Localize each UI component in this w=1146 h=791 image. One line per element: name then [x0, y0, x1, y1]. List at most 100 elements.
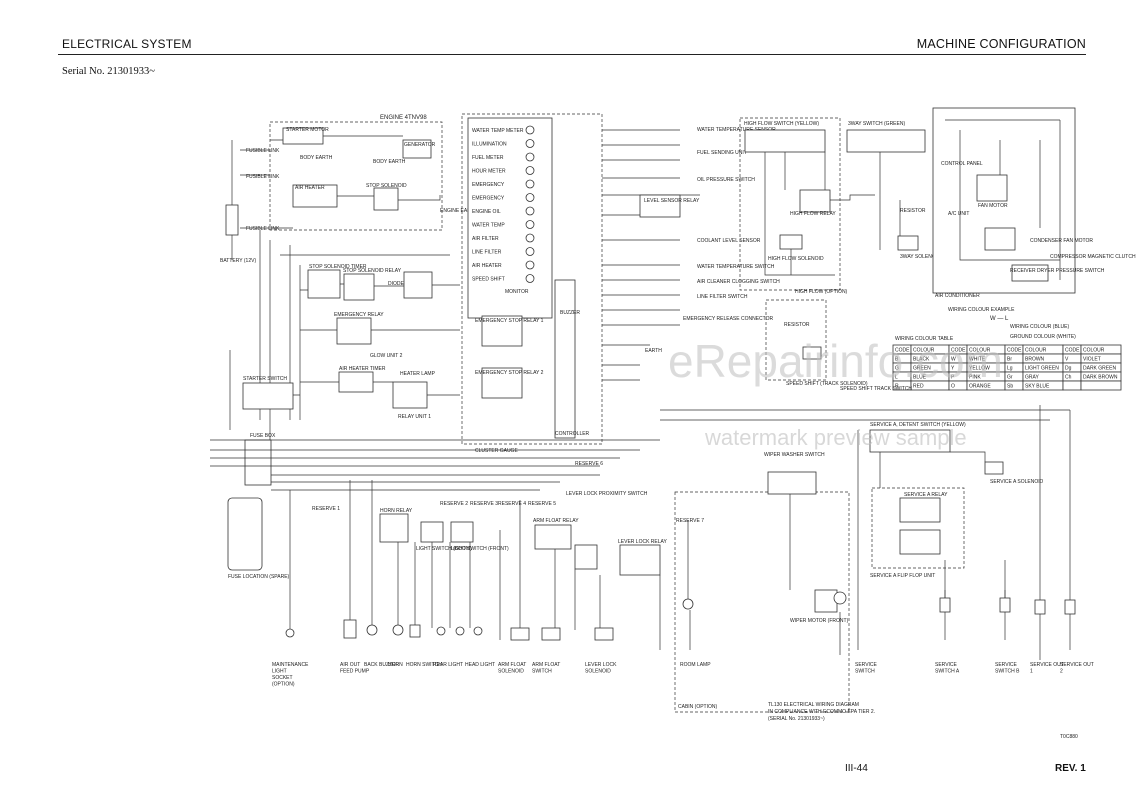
service-out-1-symbol [1034, 599, 1046, 615]
horn-switch-symbol [409, 624, 421, 638]
colour-table-text-1-3: WHITE [969, 357, 986, 363]
service-a-solenoid-box [984, 461, 1004, 475]
bottom-label-13-1: SWITCH B [995, 669, 1020, 675]
watermark-sub: watermark preview sample [704, 425, 967, 450]
reserve-label-1: RESERVE 1 [312, 506, 340, 512]
bottom-label-13-0: SERVICE [995, 662, 1018, 668]
chapter-title: MACHINE CONFIGURATION [916, 37, 1086, 51]
feed-pump-symbol [343, 619, 357, 639]
horn-symbol [392, 624, 404, 636]
bottom-label-10-0: ROOM LAMP [680, 662, 711, 668]
monitor-item-5: EMERGENCY [472, 196, 505, 202]
high-flow-switch-label: HIGH FLOW SWITCH (YELLOW) [744, 121, 819, 127]
fan-motor-box [976, 174, 1008, 202]
colour-table-text-0-6: CODE [1065, 348, 1080, 354]
heater-lamp-label: HEATER LAMP [400, 371, 436, 377]
starter-switch-label: STARTER SWITCH [243, 376, 287, 382]
emergency-stop-relay-2-label: EMERGENCY STOP RELAY 2 [475, 370, 544, 376]
light-switch-front-box [450, 521, 474, 543]
way-switch-box [846, 129, 926, 153]
condenser-fan-label: CONDENSER FAN MOTOR [1030, 238, 1093, 244]
stop-solenoid-timer-label: STOP SOLENOID TIMER [309, 264, 367, 270]
stop-solenoid-relay-box [343, 273, 375, 301]
colour-table-text-0-0: CODE [895, 348, 910, 354]
body-earth-label-2: BODY EARTH [373, 159, 406, 165]
horn-relay-label: HORN RELAY [380, 508, 413, 514]
bottom-label-11-0: SERVICE [855, 662, 878, 668]
controller-box [554, 279, 576, 439]
high-flow-wires [764, 152, 901, 276]
colour-table-text-1-4: Br [1007, 357, 1012, 363]
light-switch-boom-label: LIGHT SWITCH (BOOM) [416, 546, 472, 552]
bottom-label-7-0: ARM FLOAT [498, 662, 526, 668]
level-sensor-relay-box [639, 194, 681, 218]
colour-table-text-4-2: O [951, 384, 955, 390]
monitor-indicator-0 [525, 125, 535, 135]
condenser-box [984, 227, 1016, 251]
pressure-switch-box [1011, 264, 1049, 282]
colour-table-text-3-6: Ch [1065, 375, 1072, 381]
battery-symbol [225, 204, 239, 236]
bottom-label-5-0: REAR LIGHT [433, 662, 463, 668]
cluster-output-wires [602, 129, 700, 381]
reserve-label-6: RESERVE 6 [575, 461, 603, 467]
resistor-label: RESISTOR [900, 208, 926, 214]
wiper-washer-switch-label: WIPER WASHER SWITCH [764, 452, 825, 458]
high-flow-solenoid-label: HIGH FLOW SOLENOID [768, 256, 824, 262]
watermark-main: eRepairinfo.com [668, 335, 1003, 387]
reserve-label-3: RESERVE 3 [470, 501, 498, 507]
air-heater-label: AIR HEATER [295, 185, 325, 191]
bottom-label-0-1: LIGHT [272, 669, 287, 675]
bottom-label-7-1: SOLENOID [498, 669, 524, 675]
relay-unit-label: RELAY UNIT 1 [398, 414, 431, 420]
fuse-location-label: FUSE LOCATION (SPARE) [228, 574, 290, 580]
arm-float-relay-box [534, 524, 572, 550]
emergency-stop-relay-1-label: EMERGENCY STOP RELAY 1 [475, 318, 544, 324]
relay-wires [229, 283, 460, 430]
colour-table-text-3-2: P [951, 375, 955, 381]
monitor-indicator-11 [525, 274, 535, 283]
engine-block [269, 121, 443, 231]
bottom-label-6-0: HEAD LIGHT [465, 662, 495, 668]
washer-motor-symbol [833, 591, 847, 605]
cluster-gauge-outline [461, 113, 603, 445]
arm-float-switch-symbol [541, 627, 561, 641]
stop-solenoid-box [373, 187, 399, 211]
monitor-indicator-3 [525, 166, 535, 175]
wiper-washer-switch-box [767, 471, 817, 495]
service-switch-a-symbol [939, 597, 951, 613]
way-solenoid-box [897, 235, 919, 251]
bottom-label-8-1: SWITCH [532, 669, 552, 675]
air-heater-timer-box [338, 371, 374, 393]
arm-float-solenoid-symbol [510, 627, 530, 641]
generator-label: GENERATOR [404, 142, 436, 148]
colour-table-text-3-0: L [895, 375, 898, 381]
coolant-level-label: COOLANT LEVEL SENSOR [697, 238, 761, 244]
speed-shift-solenoid-box [802, 346, 822, 360]
wiring-colour-blue-label: WIRING COLOUR (BLUE) [1010, 324, 1070, 330]
way-solenoid-label: 3WAY SOLENOID [900, 254, 941, 260]
cluster-gauge-label: CLUSTER GAUGE [475, 448, 518, 454]
colour-table-text-1-6: V [1065, 357, 1069, 363]
monitor-indicator-7 [525, 220, 535, 229]
wiper-motor-label: WIPER MOTOR (FRONT) [790, 618, 849, 624]
service-switch-b-symbol [999, 597, 1011, 613]
control-panel-label: CONTROL PANEL [941, 161, 983, 167]
colour-table-text-1-0: B [895, 357, 899, 363]
colour-table-text-1-7: VIOLET [1083, 357, 1101, 363]
lever-lock-solenoid-symbol [594, 627, 614, 641]
reserve-label-4: RESERVE 4 [498, 501, 526, 507]
fuse-location-box [227, 497, 263, 571]
fusible-link-label: FUSIBLE LINK [246, 148, 280, 154]
engine-label: ENGINE 4TNV98 [380, 115, 427, 121]
colour-table-text-2-0: G [895, 366, 899, 372]
service-out-2-symbol [1064, 599, 1076, 615]
monitor-item-6: ENGINE OIL [472, 209, 501, 215]
colour-table-text-2-1: GREEN [913, 366, 931, 372]
monitor-indicator-2 [525, 152, 535, 162]
diagram-note-line3: (SERIAL No. 21301933~) [768, 716, 825, 722]
service-flip-outline [871, 487, 965, 569]
buzzer-label: BUZZER [560, 310, 580, 316]
battery-label: BATTERY (12V) [220, 258, 256, 264]
air-heater-timer-label: AIR HEATER TIMER [339, 366, 386, 372]
